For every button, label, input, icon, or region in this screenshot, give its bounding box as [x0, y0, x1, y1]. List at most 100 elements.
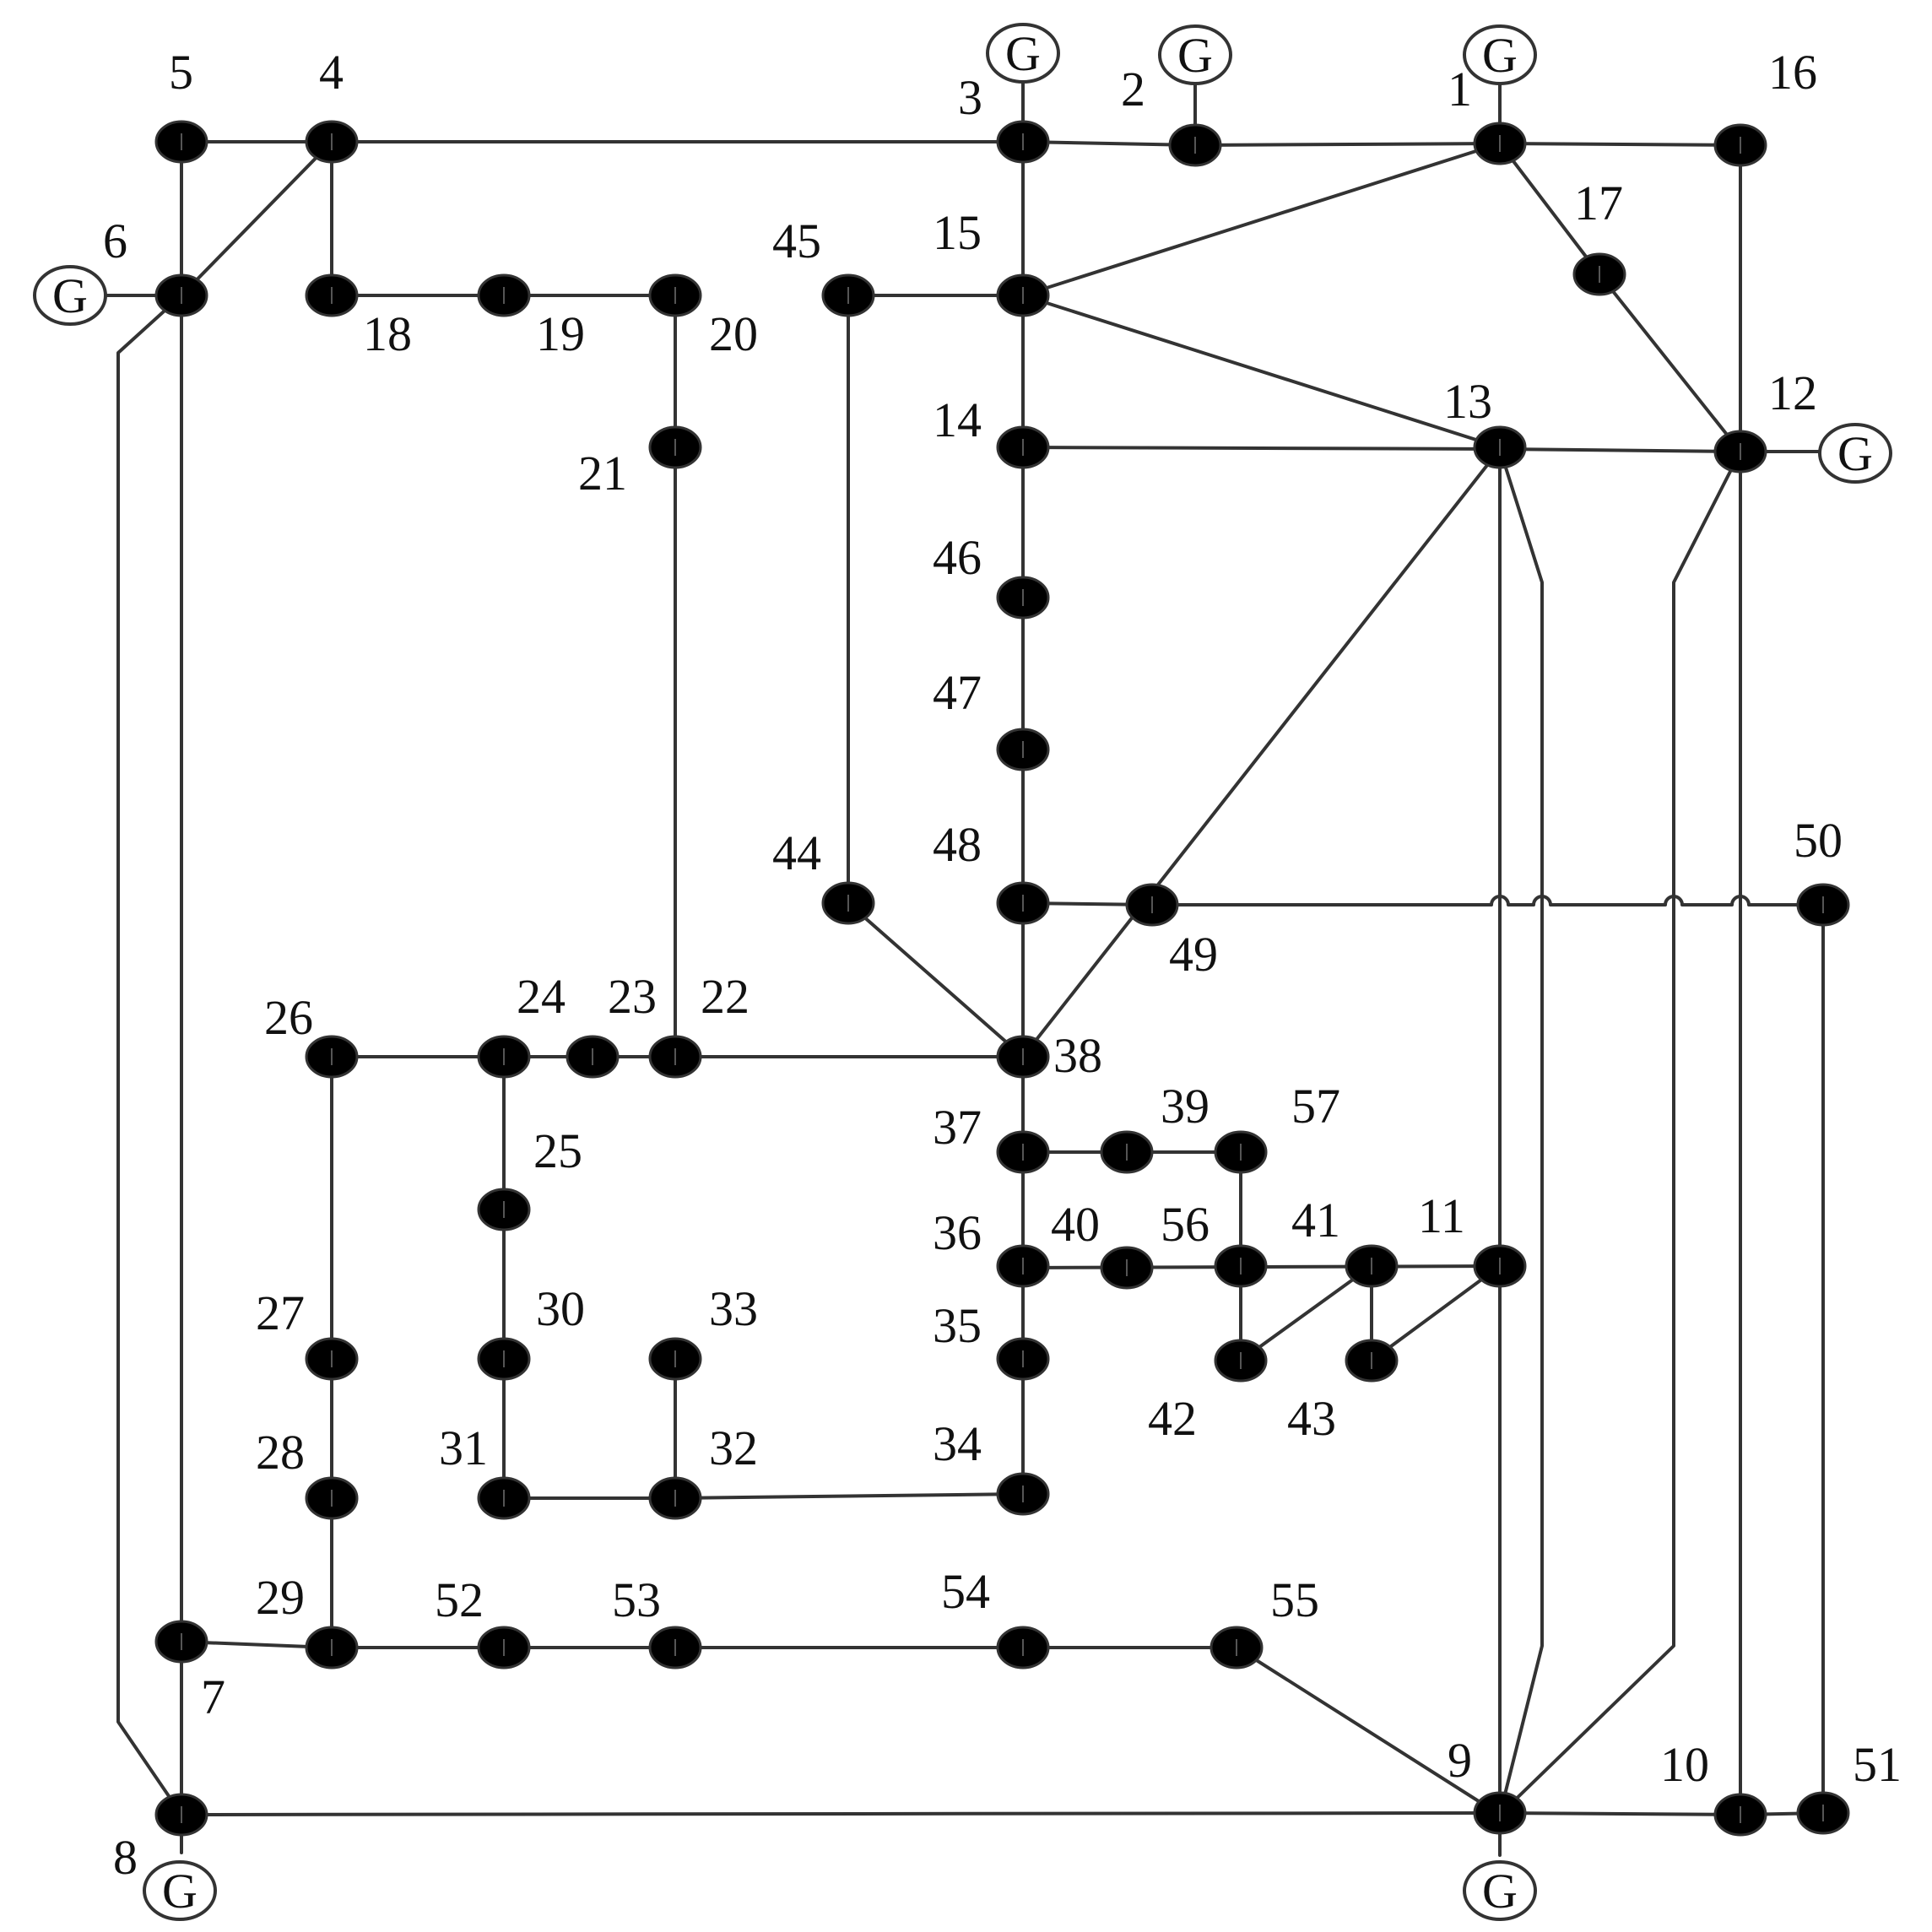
bus-label-13: 13	[1443, 374, 1492, 429]
bus-label-57: 57	[1291, 1079, 1340, 1134]
line-13-49	[1021, 447, 1502, 1058]
bus-label-26: 26	[264, 990, 313, 1045]
generator-circle-9	[1463, 1860, 1537, 1921]
line-55-9	[1235, 1646, 1502, 1816]
bus-label-11: 11	[1418, 1188, 1465, 1243]
line-9-10	[1498, 1811, 1742, 1816]
bus-label-14: 14	[933, 392, 982, 447]
line-14-13	[1021, 446, 1502, 451]
bus-label-2: 2	[1121, 62, 1145, 116]
bus-label-8: 8	[113, 1830, 138, 1885]
bus-label-39: 39	[1161, 1079, 1210, 1134]
bus-label-55: 55	[1270, 1572, 1319, 1627]
line-11-43	[1370, 1264, 1502, 1362]
line-13-9-b	[1498, 447, 1544, 1816]
bus-label-22: 22	[701, 969, 750, 1024]
bus-label-48: 48	[933, 817, 982, 872]
bus-label-7: 7	[201, 1670, 225, 1724]
generator-symbol-8: G	[162, 1864, 198, 1918]
line-32-34	[674, 1492, 1025, 1500]
bus-label-28: 28	[256, 1425, 305, 1480]
bus-label-54: 54	[941, 1564, 990, 1619]
bus-label-17: 17	[1574, 176, 1623, 230]
bus-label-24: 24	[517, 969, 566, 1024]
bus-label-32: 32	[709, 1421, 758, 1475]
bus-label-4: 4	[319, 45, 344, 100]
line-12-9	[1498, 450, 1742, 1816]
bus-nodes	[154, 120, 1850, 1837]
bus-label-10: 10	[1660, 1737, 1709, 1792]
bus-label-29: 29	[256, 1570, 305, 1625]
bus-label-16: 16	[1768, 45, 1817, 100]
bus-label-46: 46	[933, 530, 982, 585]
bus-label-34: 34	[933, 1416, 982, 1471]
bus-label-36: 36	[933, 1205, 982, 1260]
bus-label-1: 1	[1448, 62, 1472, 116]
bus-label-21: 21	[578, 446, 627, 501]
bus-label-31: 31	[439, 1421, 488, 1475]
bus-label-23: 23	[608, 969, 657, 1024]
bus-label-52: 52	[435, 1572, 484, 1627]
generator-symbol-6: G	[52, 268, 88, 323]
bus-label-33: 33	[709, 1281, 758, 1336]
generator-6: G	[33, 265, 107, 326]
bus-label-12: 12	[1768, 365, 1817, 420]
line-15-13	[1021, 294, 1502, 449]
generator-symbol-12: G	[1837, 426, 1873, 481]
bus-label-49: 49	[1169, 927, 1218, 982]
bus-label-40: 40	[1051, 1197, 1100, 1252]
bus-label-41: 41	[1291, 1193, 1340, 1247]
line-44-38	[847, 901, 1025, 1058]
generator-circle-3	[986, 23, 1060, 84]
generator-1: G	[1463, 24, 1537, 85]
generators: G G G G G G G	[33, 23, 1892, 1921]
bus-label-6: 6	[103, 214, 127, 268]
bus-label-42: 42	[1148, 1391, 1197, 1446]
generator-8: G	[143, 1860, 217, 1921]
generator-symbol-2: G	[1177, 28, 1213, 83]
bus-label-27: 27	[256, 1285, 305, 1340]
line-41-42	[1239, 1264, 1373, 1362]
bus-label-50: 50	[1794, 813, 1843, 868]
generator-2: G	[1158, 24, 1232, 85]
bus-label-3: 3	[958, 70, 982, 125]
bus-label-15: 15	[933, 205, 982, 260]
bus-label-38: 38	[1053, 1028, 1102, 1083]
generator-circle-1	[1463, 24, 1537, 85]
generator-12: G	[1818, 423, 1892, 484]
generator-3: G	[986, 23, 1060, 84]
line-4-6	[180, 140, 333, 297]
line-17-12	[1598, 273, 1742, 453]
bus-label-9: 9	[1448, 1733, 1472, 1788]
line-15-1	[1021, 142, 1502, 297]
line-1-16	[1498, 142, 1742, 147]
bus-label-18: 18	[363, 306, 412, 361]
line-8-9	[180, 1811, 1502, 1816]
bus-label-45: 45	[772, 214, 821, 268]
generator-circle-6	[33, 265, 107, 326]
bus-label-35: 35	[933, 1298, 982, 1353]
bus-label-25: 25	[533, 1123, 582, 1178]
line-2-1	[1193, 142, 1502, 147]
bus-label-37: 37	[933, 1100, 982, 1155]
bus-label-43: 43	[1287, 1391, 1336, 1446]
generator-symbol-9: G	[1482, 1864, 1518, 1918]
bus-label-30: 30	[536, 1281, 585, 1336]
bus-label-51: 51	[1853, 1737, 1902, 1792]
bus-label-19: 19	[536, 306, 585, 361]
generator-9: G	[1463, 1860, 1537, 1921]
generator-symbol-3: G	[1005, 26, 1041, 81]
line-49-50	[1150, 895, 1825, 906]
line-13-12	[1498, 447, 1742, 453]
bus-label-47: 47	[933, 665, 982, 720]
generator-circle-8	[143, 1860, 217, 1921]
bus-label-56: 56	[1161, 1197, 1210, 1252]
line-3-2	[1021, 140, 1197, 147]
generator-circle-2	[1158, 24, 1232, 85]
generator-circle-12	[1818, 423, 1892, 484]
generator-symbol-1: G	[1482, 28, 1518, 83]
bus-label-44: 44	[772, 825, 821, 880]
bus-label-20: 20	[709, 306, 758, 361]
